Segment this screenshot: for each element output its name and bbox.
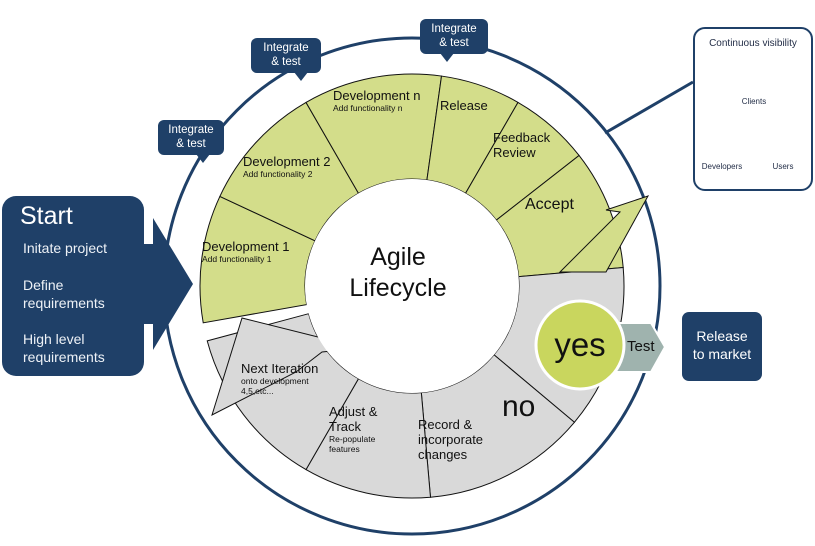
- devn-title: Development n: [333, 88, 421, 103]
- record-line1: Record &: [418, 417, 473, 432]
- users-label: Users: [772, 162, 794, 171]
- center-title-line1: Agile: [370, 243, 426, 271]
- dev1-title: Development 1: [202, 239, 290, 254]
- release-market-line2: to market: [692, 346, 752, 362]
- yes-circle: [534, 299, 626, 391]
- dev1-subtitle: Add functionality 1: [202, 253, 272, 264]
- next-iteration-label: Next Iteration onto development 4,5,etc.…: [241, 361, 319, 396]
- bubble-2-line2: & test: [271, 56, 301, 68]
- next-sub2: 4,5,etc...: [241, 385, 274, 396]
- inner-hole: [305, 179, 519, 393]
- adjust-line1: Adjust &: [329, 404, 378, 419]
- segment-devn-label: Development n Add functionality n: [333, 88, 421, 114]
- bubble-3-tail: [440, 53, 454, 62]
- dev2-title: Development 2: [243, 154, 331, 169]
- record-line2: incorporate: [418, 431, 484, 447]
- test-label: Test: [627, 338, 655, 355]
- no-label: no: [502, 390, 536, 423]
- bubble-1-tail: [196, 154, 210, 163]
- integrate-test-bubble-3: Integrate & test: [420, 19, 488, 54]
- dev2-subtitle: Add functionality 2: [243, 168, 313, 179]
- start-item-initiate: Initate project: [23, 240, 108, 256]
- start-item-requirements: requirements: [23, 295, 105, 311]
- feedback-line2: Review: [493, 144, 536, 160]
- record-line3: changes: [418, 446, 468, 462]
- clients-label: Clients: [741, 97, 767, 106]
- feedback-label: Feedback Review: [493, 130, 551, 161]
- start-item-requirements-2: requirements: [23, 349, 105, 365]
- release-market-line1: Release: [696, 328, 748, 344]
- adjust-line2: Track: [329, 418, 362, 434]
- bubble-1-line2: & test: [176, 138, 206, 150]
- accept-arrowhead: [558, 195, 650, 273]
- segment-dev1-label: Development 1 Add functionality 1: [202, 239, 290, 265]
- next-sub1: onto development: [241, 375, 309, 386]
- devn-subtitle: Add functionality n: [333, 102, 403, 113]
- start-arrow: [140, 218, 193, 350]
- visibility-title: Continuous visibility: [709, 38, 797, 49]
- adjust-sub1: Re-populate: [329, 433, 376, 444]
- segment-dev2-label: Development 2 Add functionality 2: [243, 154, 331, 180]
- continuous-visibility-box: Continuous visibility Clients Developers…: [693, 27, 813, 191]
- start-title: Start: [20, 202, 73, 230]
- adjust-label: Adjust & Track Re-populate features: [329, 404, 378, 454]
- release-label: Release: [440, 98, 488, 113]
- record-label: Record & incorporate changes: [418, 417, 484, 463]
- integrate-test-bubble-1: Integrate & test: [158, 120, 224, 155]
- integrate-test-bubble-2: Integrate & test: [251, 38, 321, 73]
- visibility-connector: [604, 80, 694, 135]
- accept-label: Accept: [525, 196, 574, 213]
- start-box: Start Initate project Define requirement…: [2, 196, 144, 376]
- next-title: Next Iteration: [241, 361, 319, 376]
- release-to-market-box: Release to market: [682, 312, 762, 381]
- bubble-2-line1: Integrate: [263, 42, 309, 54]
- start-item-define: Define: [23, 277, 64, 293]
- center-title-line2: Lifecycle: [349, 274, 447, 302]
- developers-label: Developers: [701, 162, 743, 171]
- feedback-line1: Feedback: [493, 130, 551, 145]
- start-item-high-level: High level: [23, 331, 85, 347]
- bubble-2-tail: [294, 72, 308, 81]
- center-title: Agile Lifecycle: [330, 242, 466, 304]
- bubble-1-line1: Integrate: [168, 124, 214, 136]
- yes-label: yes: [554, 326, 606, 363]
- adjust-sub2: features: [329, 443, 360, 454]
- bubble-3-line1: Integrate: [431, 23, 477, 35]
- bubble-3-line2: & test: [439, 37, 469, 49]
